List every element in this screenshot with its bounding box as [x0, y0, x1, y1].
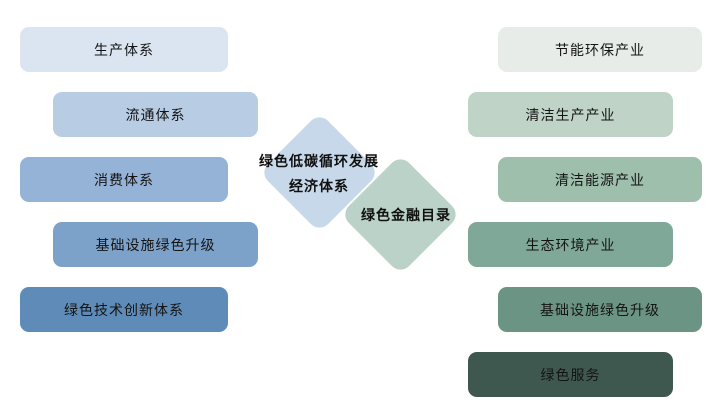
pill-infrastructure-green-upgrade-left-label: 基础设施绿色升级 — [95, 236, 216, 253]
pill-clean-production-industry: 清洁生产产业 — [468, 92, 673, 137]
pill-circulation-system-label: 流通体系 — [125, 106, 186, 123]
diamond-label-line2: 经济体系 — [289, 178, 349, 194]
pill-consumption-system: 消费体系 — [20, 157, 228, 202]
pill-green-services-label: 绿色服务 — [540, 366, 601, 383]
pill-eco-environment-industry: 生态环境产业 — [468, 222, 673, 267]
pill-clean-energy-industry-label: 清洁能源产业 — [555, 171, 645, 188]
pill-infrastructure-green-upgrade-right-label: 基础设施绿色升级 — [540, 301, 660, 318]
diamond-green-finance-catalog-label: 绿色金融目录 — [361, 207, 451, 223]
pill-consumption-system-label: 消费体系 — [94, 171, 154, 188]
pill-eco-environment-industry-label: 生态环境产业 — [525, 236, 616, 253]
pill-energy-saving-environmental-industry-label: 节能环保产业 — [555, 41, 645, 58]
pill-green-tech-innovation-system: 绿色技术创新体系 — [20, 287, 228, 332]
pill-circulation-system: 流通体系 — [53, 92, 258, 137]
pill-energy-saving-environmental-industry: 节能环保产业 — [498, 27, 702, 72]
pill-production-system: 生产体系 — [20, 27, 228, 72]
pill-green-services: 绿色服务 — [468, 352, 673, 397]
pill-green-tech-innovation-system-label: 绿色技术创新体系 — [64, 301, 184, 318]
pill-clean-production-industry-label: 清洁生产产业 — [525, 106, 616, 123]
pill-infrastructure-green-upgrade-left: 基础设施绿色升级 — [53, 222, 258, 267]
diamond-green-low-carbon-economy-label: 绿色低碳循环发展 经济体系 — [239, 149, 399, 199]
pill-clean-energy-industry: 清洁能源产业 — [498, 157, 702, 202]
pill-infrastructure-green-upgrade-right: 基础设施绿色升级 — [498, 287, 702, 332]
diamond-label-line1: 绿色低碳循环发展 — [259, 153, 379, 169]
pill-production-system-label: 生产体系 — [94, 41, 154, 58]
